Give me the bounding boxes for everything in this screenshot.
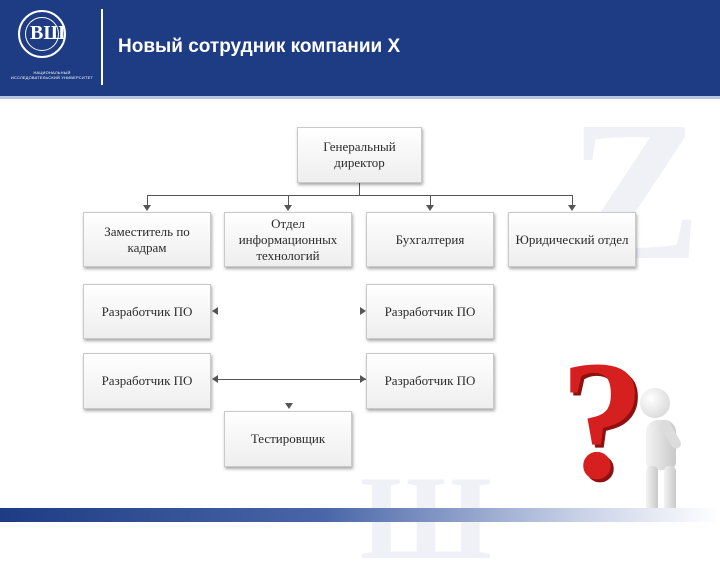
node-it-department: Отдел информационных технологий xyxy=(224,212,352,267)
footer-bar xyxy=(0,508,720,522)
connector-to-hr xyxy=(147,195,148,207)
logo-caption: НАЦИОНАЛЬНЫЙ ИССЛЕДОВАТЕЛЬСКИЙ УНИВЕРСИТ… xyxy=(10,70,94,80)
header-rule xyxy=(0,96,720,99)
node-developer-2: Разработчик ПО xyxy=(366,284,494,339)
arrow-to-legal xyxy=(568,205,576,211)
node-developer-3: Разработчик ПО xyxy=(83,353,211,409)
connector-dev3-dev4 xyxy=(216,379,366,380)
figure-leg-right xyxy=(664,466,676,512)
node-tester: Тестировщик xyxy=(224,411,352,467)
header-bar: ВШ НАЦИОНАЛЬНЫЙ ИССЛЕДОВАТЕЛЬСКИЙ УНИВЕР… xyxy=(0,0,720,96)
connector-to-legal xyxy=(572,195,573,207)
node-hr-deputy: Заместитель по кадрам xyxy=(83,212,211,267)
figure-leg-left xyxy=(646,466,658,512)
arrow-to-dev1 xyxy=(212,307,218,315)
hse-logo-icon xyxy=(18,10,66,58)
logo-monogram: ВШ xyxy=(30,22,66,44)
node-accounting: Бухгалтерия xyxy=(366,212,494,267)
slide-title: Новый сотрудник компании X xyxy=(118,36,401,57)
arrow-to-dev3 xyxy=(212,375,218,383)
connector-ceo-down xyxy=(359,183,360,195)
arrow-to-dev2 xyxy=(360,307,366,315)
connector-horizontal-top xyxy=(147,195,573,196)
header-divider xyxy=(101,9,103,85)
arrow-to-dev4 xyxy=(360,375,366,383)
arrow-to-tester xyxy=(285,403,293,409)
node-developer-4: Разработчик ПО xyxy=(366,353,494,409)
arrow-to-accounting xyxy=(426,205,434,211)
arrow-to-it xyxy=(284,205,292,211)
connector-to-it xyxy=(288,195,289,207)
node-legal: Юридический отдел xyxy=(508,212,636,267)
arrow-to-hr xyxy=(143,205,151,211)
node-developer-1: Разработчик ПО xyxy=(83,284,211,339)
question-mark-figure-icon: ? xyxy=(560,326,645,514)
connector-to-accounting xyxy=(430,195,431,207)
figure-head xyxy=(640,388,670,418)
node-ceo: Генеральный директор xyxy=(297,127,422,183)
